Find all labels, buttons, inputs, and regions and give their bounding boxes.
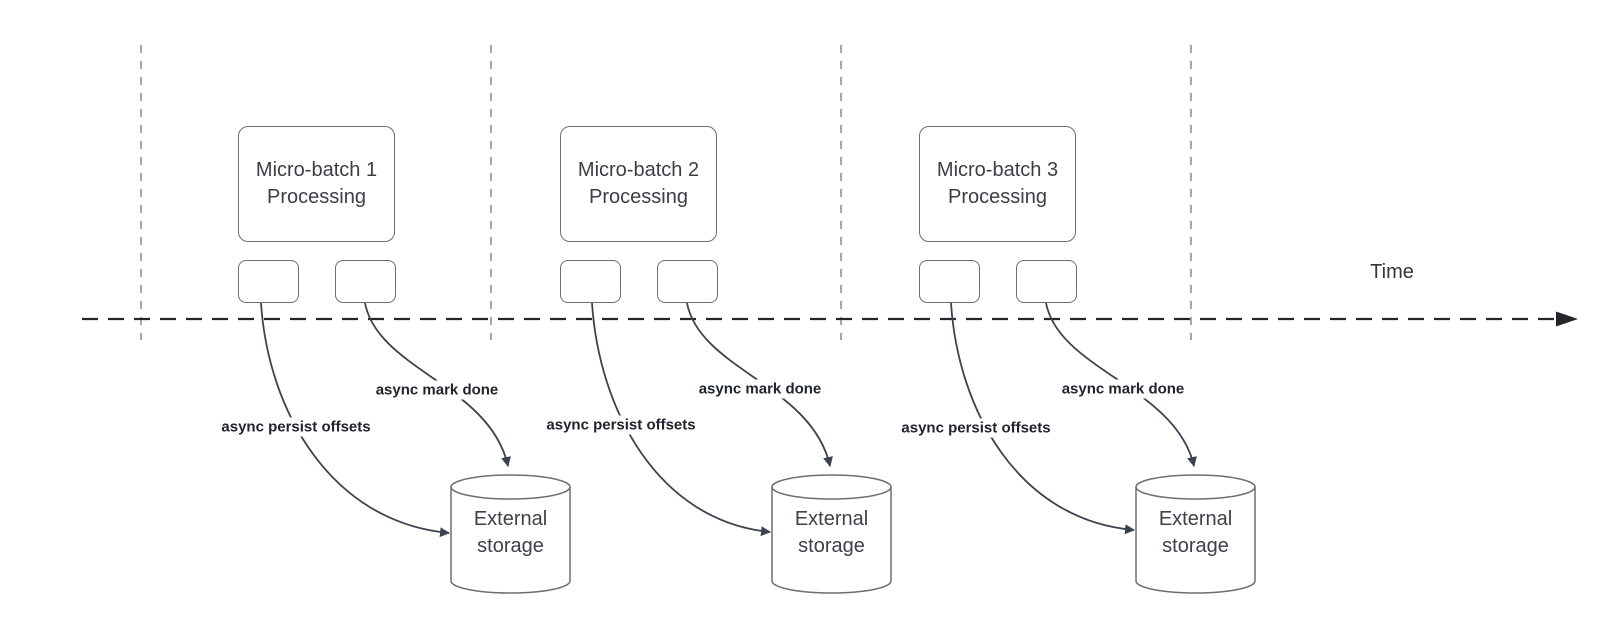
async-mark-done-arrow-1 [364, 302, 511, 467]
external-storage-cylinder-1 [450, 474, 571, 594]
async-persist-offsets-arrow-1 [260, 302, 450, 538]
external-storage-label-2: External storage [794, 508, 869, 557]
batch-2-mark-done-label: async mark done [694, 379, 826, 399]
micro-batch-2-processing-box: Micro-batch 2 Processing [560, 126, 717, 242]
micro-batch-1-subtitle: Processing [267, 186, 366, 208]
batch-3-persist-offsets-label: async persist offsets [897, 418, 1055, 438]
async-persist-offsets-arrow-2 [591, 302, 771, 537]
time-axis-arrowhead-icon [1556, 311, 1578, 327]
batch-3-mark-done-label: async mark done [1057, 379, 1189, 399]
batch-2-persist-offsets-task-box [560, 260, 621, 303]
external-storage-cylinder-2 [771, 474, 892, 594]
micro-batch-3-processing-box: Micro-batch 3 Processing [919, 126, 1076, 242]
async-mark-done-arrow-2 [686, 302, 833, 467]
micro-batch-1-title: Micro-batch 1 [255, 159, 378, 181]
batch-1-mark-done-label: async mark done [371, 380, 503, 400]
batch-3-mark-done-task-box [1016, 260, 1077, 303]
batch-1-mark-done-task-box [335, 260, 396, 303]
batch-3-persist-offsets-task-box [919, 260, 980, 303]
batch-2-persist-offsets-label: async persist offsets [542, 415, 700, 435]
batch-1-persist-offsets-task-box [238, 260, 299, 303]
batch-1-persist-offsets-label: async persist offsets [217, 417, 375, 437]
external-storage-label-1: External storage [473, 508, 548, 557]
async-persist-offsets-arrow-3 [950, 302, 1135, 535]
micro-batch-1-processing-box: Micro-batch 1 Processing [238, 126, 395, 242]
external-storage-label-3: External storage [1158, 508, 1233, 557]
micro-batch-3-subtitle: Processing [948, 186, 1047, 208]
batch-2-mark-done-task-box [657, 260, 718, 303]
external-storage-cylinder-3 [1135, 474, 1256, 594]
micro-batch-2-title: Micro-batch 2 [577, 159, 700, 181]
time-axis-label: Time [1370, 261, 1414, 283]
micro-batch-2-subtitle: Processing [589, 186, 688, 208]
micro-batch-3-title: Micro-batch 3 [936, 159, 1059, 181]
